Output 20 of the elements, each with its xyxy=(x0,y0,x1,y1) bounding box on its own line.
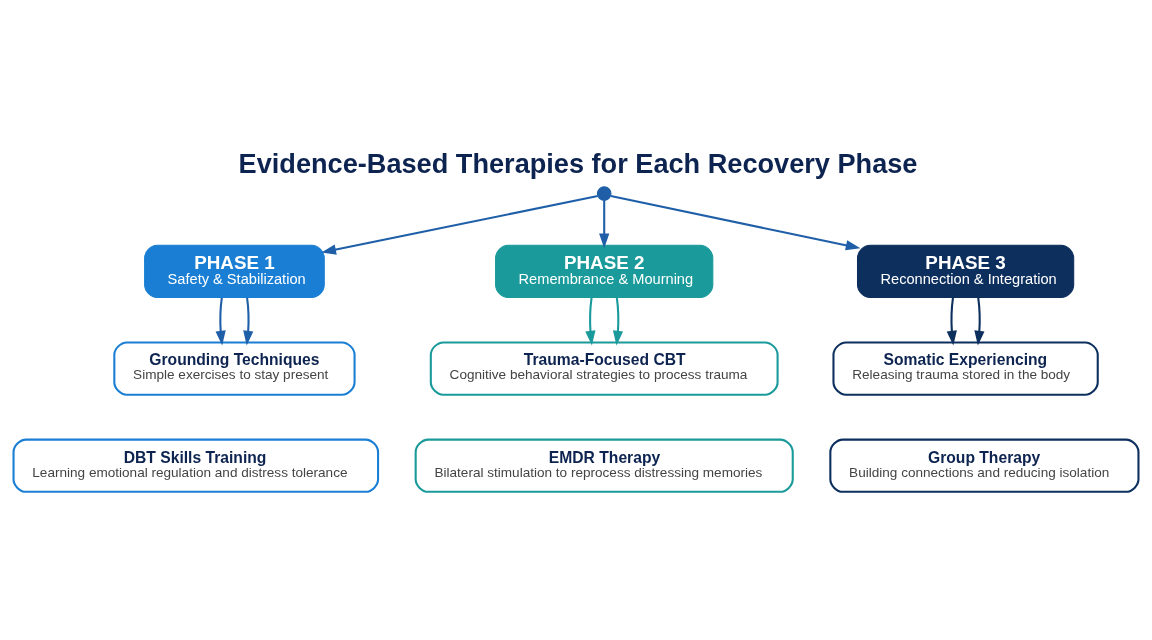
arrow xyxy=(610,195,861,251)
arrow xyxy=(974,297,985,346)
node-box: PHASE 1 Safety & Stabilization xyxy=(144,244,325,299)
arrow xyxy=(215,297,226,346)
node-box: Trauma-Focused CBT Cognitive behavioral strategies to process trauma xyxy=(429,341,779,396)
arrow xyxy=(321,194,598,255)
node-circle xyxy=(596,186,612,201)
arrow xyxy=(946,297,957,346)
node-box: PHASE 3 Reconnection & Integration xyxy=(857,244,1075,299)
arrow xyxy=(243,297,254,346)
node-box: Group Therapy Building connections and reducing isolation xyxy=(829,438,1140,493)
node-box: Grounding Techniques Simple exercises to stay present xyxy=(113,341,356,396)
node-box: EMDR Therapy Bilateral stimulation to reprocess distressing memories xyxy=(414,438,794,493)
arrow xyxy=(612,297,624,346)
node-box: Somatic Experiencing Releasing trauma stored in the body xyxy=(832,341,1099,396)
node-box: PHASE 2 Remembrance & Mourning xyxy=(495,244,714,299)
arrow xyxy=(599,200,610,249)
arrow xyxy=(585,297,596,346)
node-box: DBT Skills Training Learning emotional regulation and distress tolerance xyxy=(12,438,380,493)
diagram-title: Evidence-Based Therapies for Each Recovery Phase xyxy=(238,148,918,180)
